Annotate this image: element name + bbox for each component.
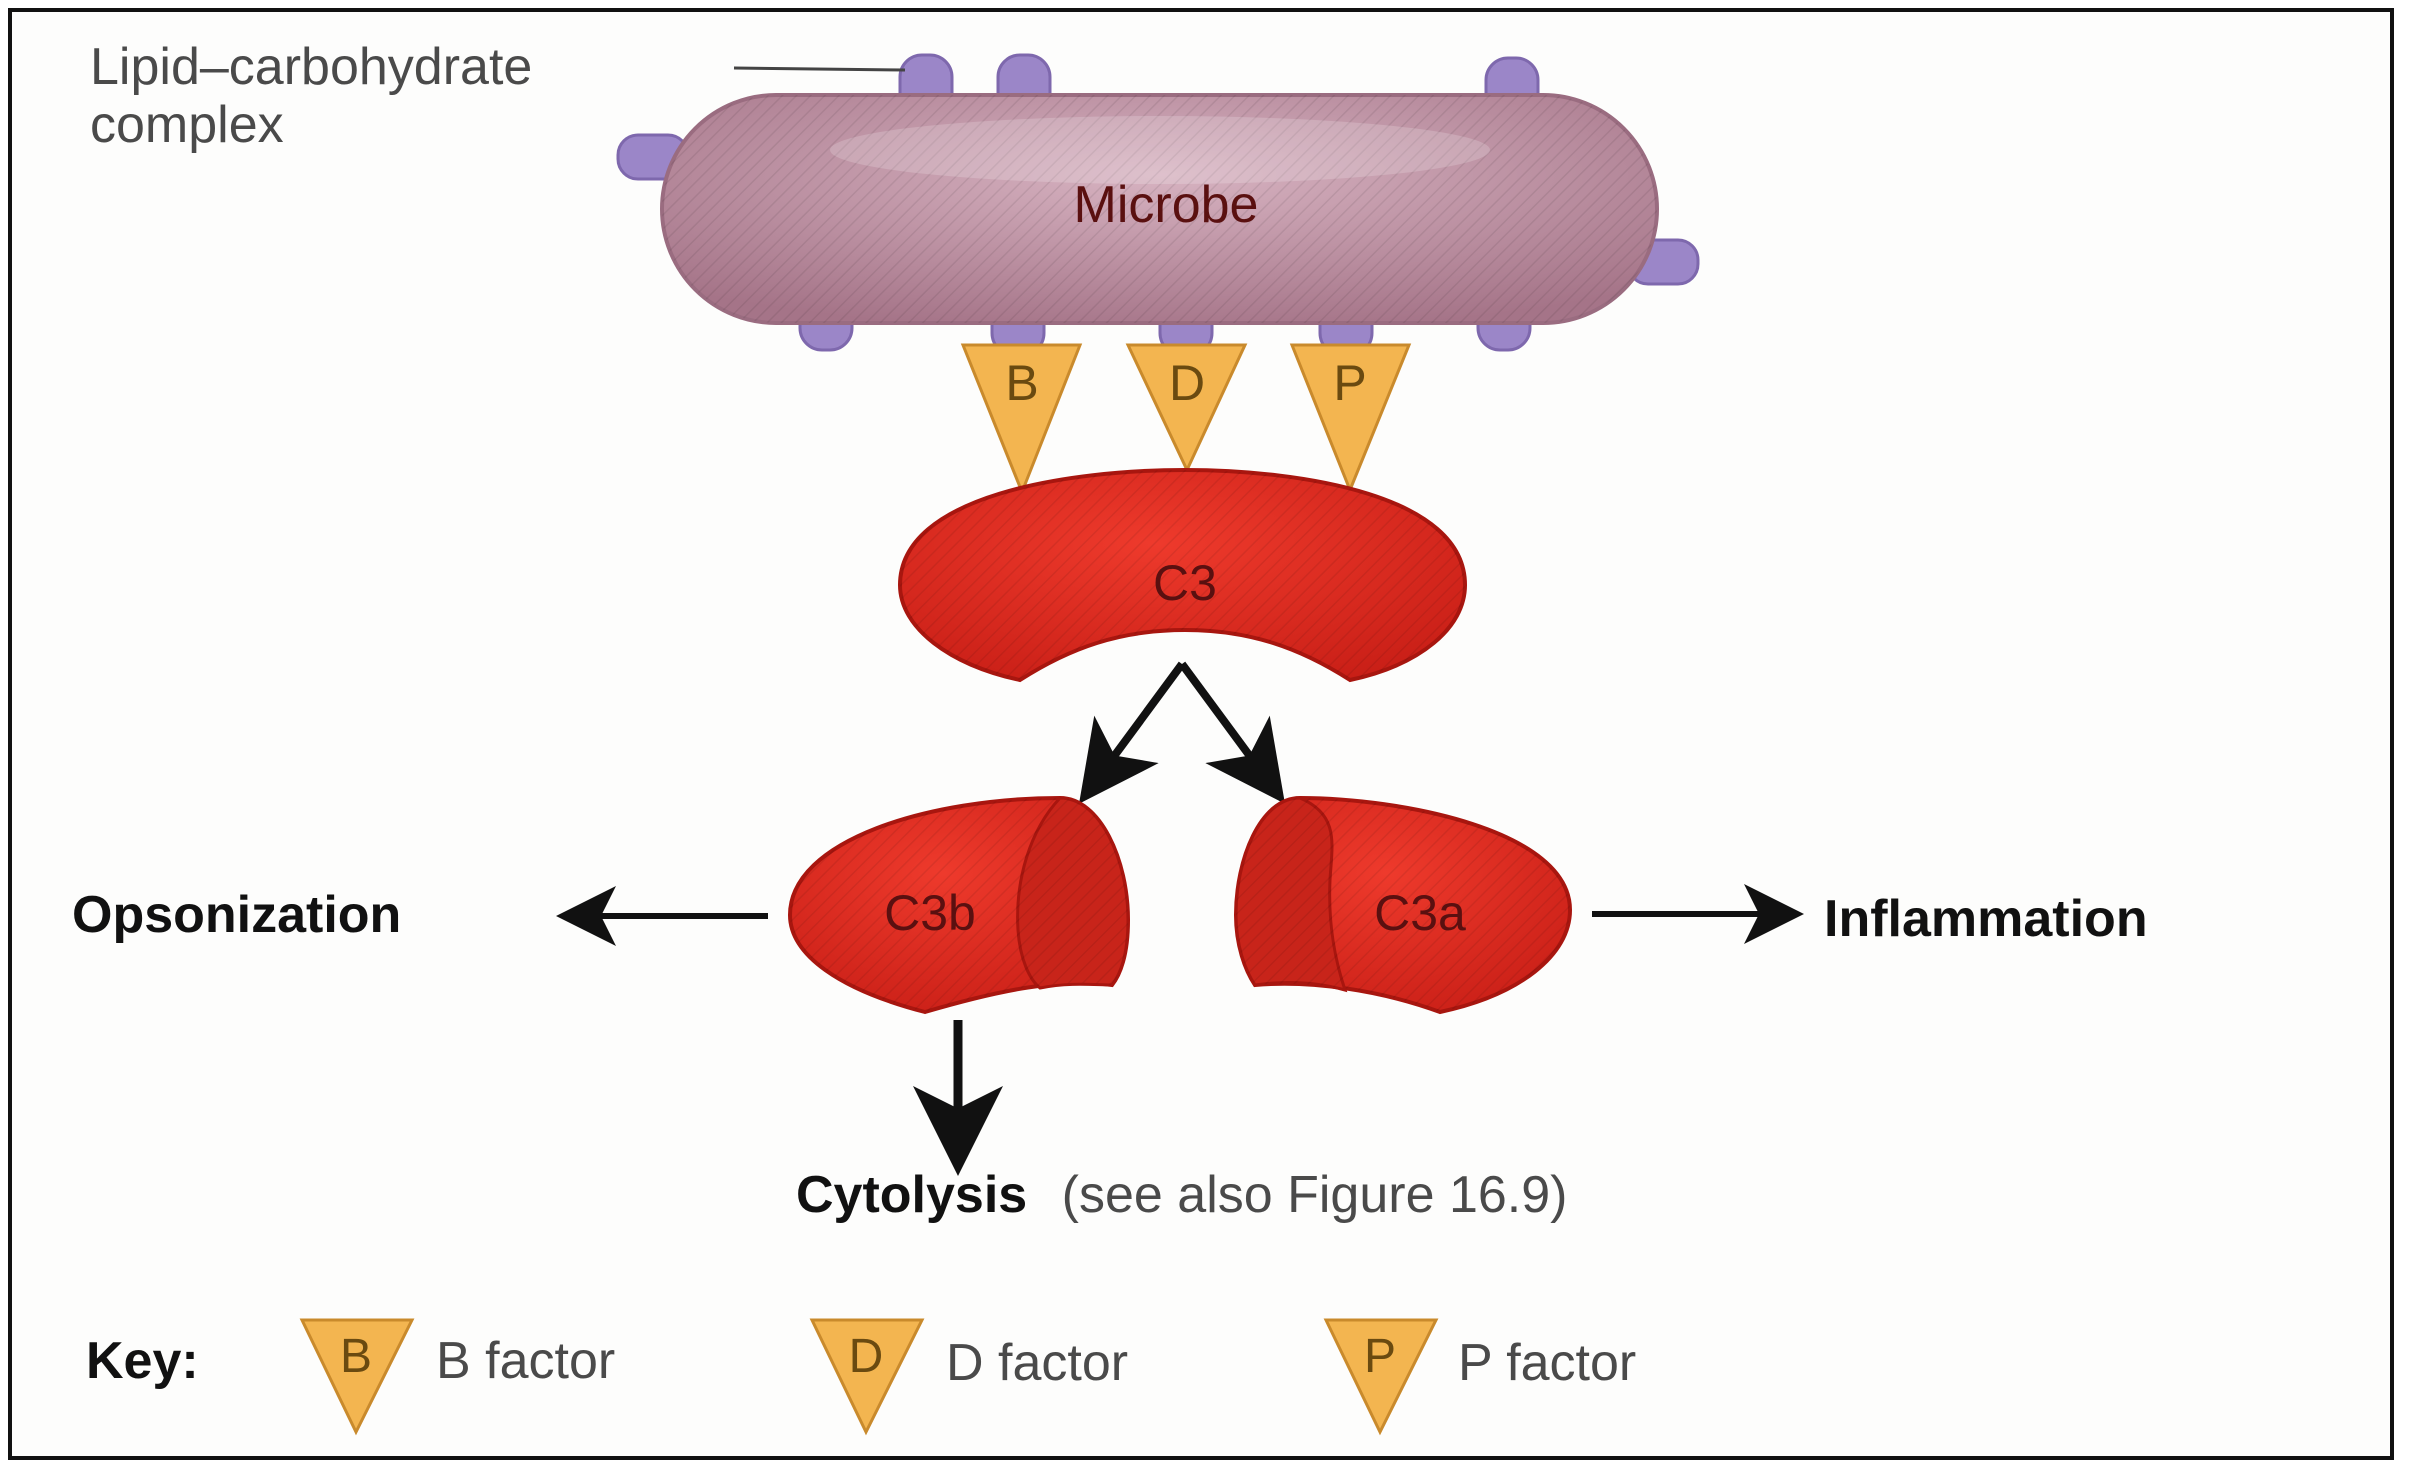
- key-item-b: B B factor: [299, 1318, 615, 1436]
- factor-p-triangle: P: [1289, 343, 1412, 495]
- cytolysis-label: Cytolysis: [796, 1166, 1027, 1224]
- key-title: Key:: [86, 1332, 199, 1390]
- cytolysis-note: (see also Figure 16.9): [1062, 1166, 1568, 1224]
- key-item-p: P P factor: [1323, 1318, 1636, 1436]
- cytolysis-caption: Cytolysis (see also Figure 16.9): [796, 1166, 1567, 1224]
- c3b-molecule: C3b: [787, 795, 1131, 1015]
- lipid-label-line1: Lipid–carbohydrate: [90, 38, 532, 96]
- key-p-triangle: [1323, 1318, 1439, 1436]
- microbe-label: Microbe: [1074, 176, 1259, 234]
- key-d-triangle: [809, 1318, 925, 1436]
- lipid-label-line2: complex: [90, 96, 284, 154]
- arrow-to-c3b: [1079, 661, 1186, 804]
- c3a-label: C3a: [1374, 885, 1466, 941]
- svg-text:D: D: [849, 1330, 884, 1383]
- key-d-label: D factor: [946, 1334, 1128, 1392]
- inflammation-label: Inflammation: [1824, 890, 2148, 948]
- opsonization-label: Opsonization: [72, 886, 401, 944]
- c3-label: C3: [1153, 555, 1217, 611]
- lipid-leader-line: [733, 66, 906, 72]
- c3a-molecule: C3a: [1233, 795, 1573, 1015]
- arrow-to-c3a: [1178, 661, 1285, 804]
- svg-text:P: P: [1333, 355, 1366, 411]
- key-item-d: D D factor: [809, 1318, 1128, 1436]
- c3-molecule: C3: [897, 467, 1468, 683]
- factor-d-triangle: D: [1125, 343, 1248, 474]
- svg-text:D: D: [1169, 355, 1205, 411]
- key-b-label: B factor: [436, 1332, 615, 1390]
- key-b-triangle: [299, 1318, 415, 1436]
- key-p-label: P factor: [1458, 1334, 1636, 1392]
- microbe: Microbe: [660, 93, 1659, 325]
- factor-b-triangle: B: [960, 343, 1083, 497]
- factor-triangles: B D P: [960, 343, 1412, 497]
- svg-text:P: P: [1364, 1330, 1396, 1383]
- svg-text:B: B: [1005, 355, 1038, 411]
- c3b-label: C3b: [884, 885, 976, 941]
- svg-text:B: B: [340, 1330, 372, 1383]
- key-legend: Key: B B factor D D factor P P factor: [86, 1318, 1636, 1436]
